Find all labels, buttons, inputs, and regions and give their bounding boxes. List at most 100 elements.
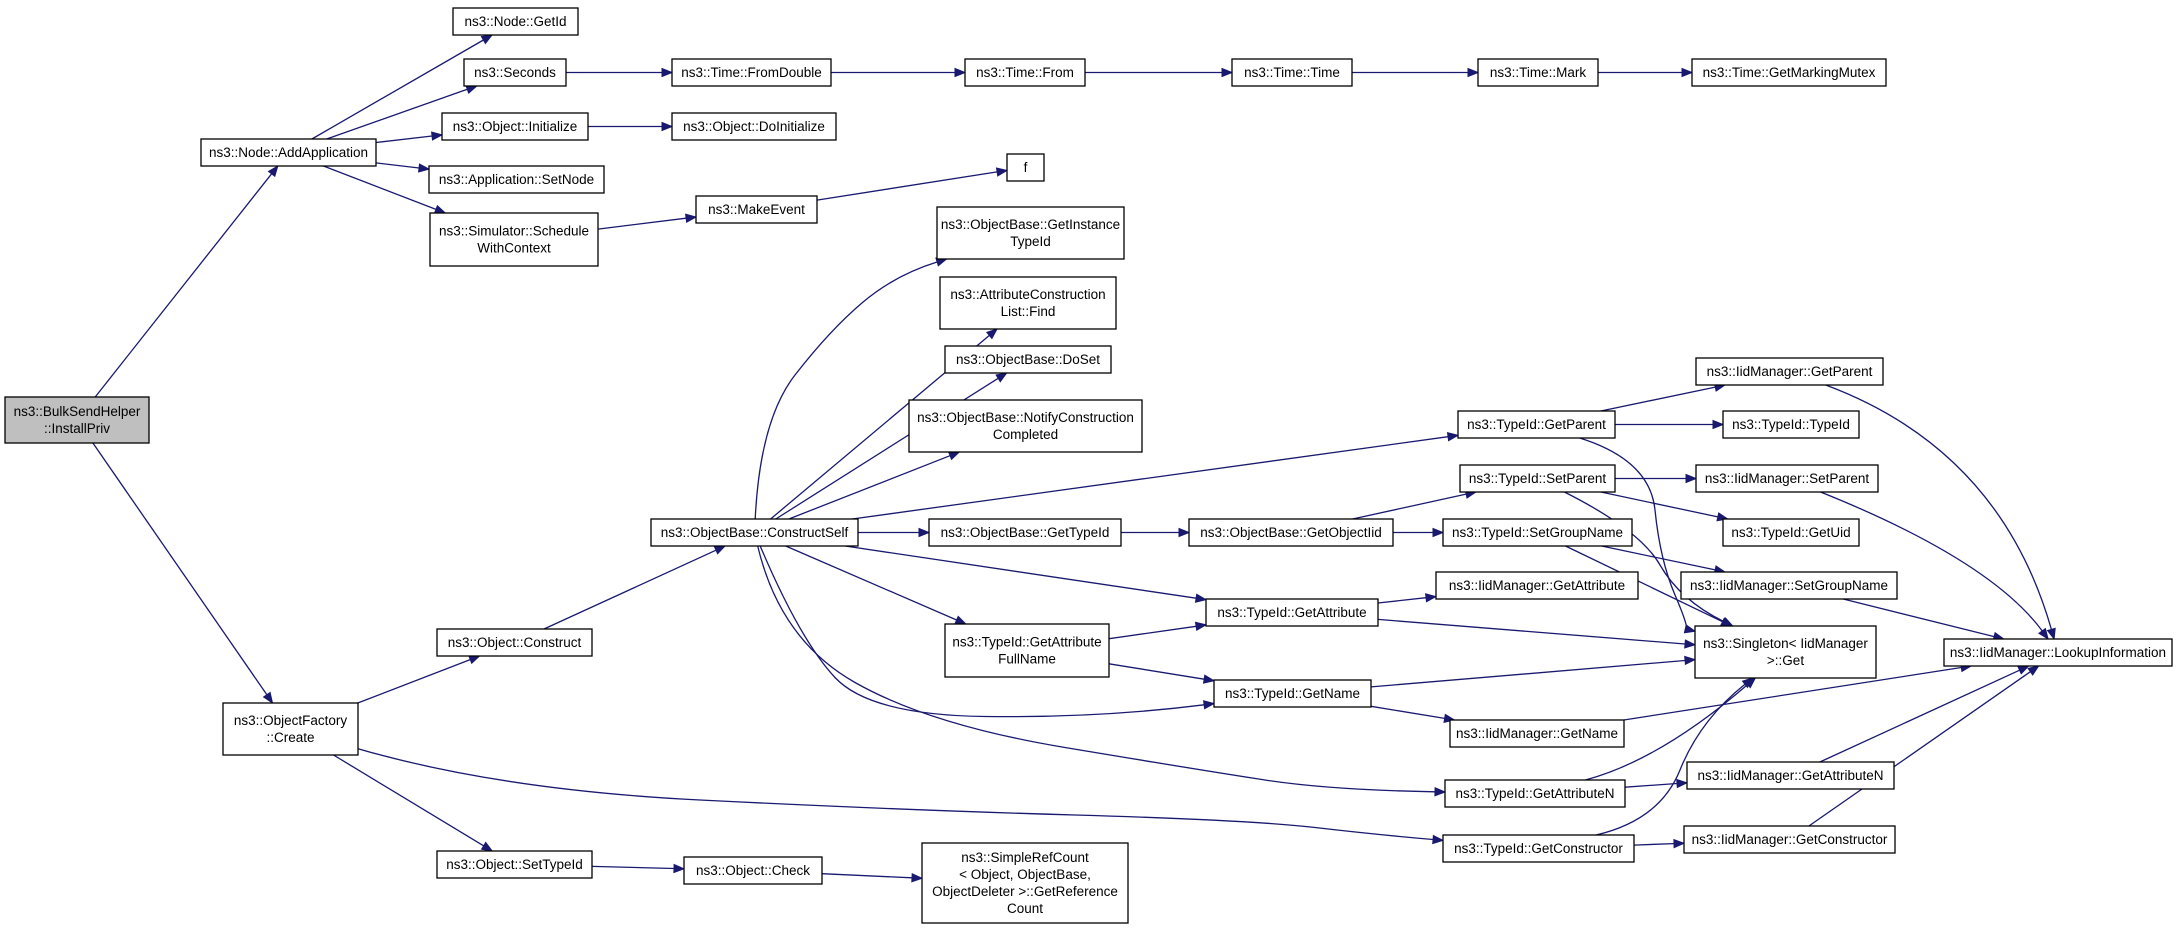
node-do-init[interactable]: ns3::Object::DoInitialize <box>671 112 837 141</box>
edge-add-app-to-app-set-node <box>375 162 420 169</box>
node-f[interactable]: f <box>1006 153 1045 182</box>
node-make-event[interactable]: ns3::MakeEvent <box>695 195 818 224</box>
node-tid-type-id[interactable]: ns3::TypeId::TypeId <box>1722 410 1860 439</box>
edge-iid-get-ctor-to-lookup-info <box>1808 671 2031 827</box>
node-box <box>944 345 1112 374</box>
edge-tid-get-name-to-iid-get-name <box>1370 705 1445 720</box>
node-label: ns3::Singleton< IidManager <box>1703 636 1868 651</box>
node-do-set[interactable]: ns3::ObjectBase::DoSet <box>944 345 1112 374</box>
edge-iid-get-name-to-lookup-info <box>1623 666 1962 721</box>
edge-construct-self-to-tid-get-attr <box>845 545 1197 599</box>
node-add-app[interactable]: ns3::Node::AddApplication <box>200 138 377 167</box>
node-label: ns3::ObjectBase::NotifyConstruction <box>917 410 1134 425</box>
arrowhead-tid-get-ctor-to-iid-get-ctor <box>1673 838 1686 849</box>
arrowhead-tid-get-parent-to-singleton-get <box>1683 624 1697 634</box>
node-tid-get-parent[interactable]: ns3::TypeId::GetParent <box>1457 410 1616 439</box>
arrowhead-iid-get-ctor-to-lookup-info <box>2027 665 2040 676</box>
arrowhead-tid-get-attr-full-to-tid-get-name <box>1202 674 1216 684</box>
node-label: Completed <box>993 427 1058 442</box>
node-label: ns3::IidManager::GetName <box>1456 726 1618 741</box>
arrowhead-make-event-to-f <box>995 167 1009 177</box>
node-lookup-info[interactable]: ns3::IidManager::LookupInformation <box>1943 638 2173 667</box>
node-simple-ref[interactable]: ns3::SimpleRefCount< Object, ObjectBase,… <box>921 842 1129 924</box>
node-iid-get-attr-n[interactable]: ns3::IidManager::GetAttributeN <box>1686 761 1895 790</box>
node-box <box>1477 58 1599 87</box>
node-app-set-node[interactable]: ns3::Application::SetNode <box>428 165 605 194</box>
arrowhead-time-time-to-time-mark <box>1467 67 1480 78</box>
node-label: ns3::IidManager::LookupInformation <box>1950 645 2166 660</box>
arrowhead-add-app-to-app-set-node <box>418 163 431 173</box>
arrowhead-obj-fact-create-to-tid-get-ctor <box>1432 834 1445 845</box>
node-box <box>1691 58 1887 87</box>
node-tid-set-group[interactable]: ns3::TypeId::SetGroupName <box>1442 518 1633 547</box>
node-box <box>671 58 832 87</box>
node-box <box>452 7 579 36</box>
node-box <box>1442 518 1633 547</box>
node-notify-cc[interactable]: ns3::ObjectBase::NotifyConstructionCompl… <box>908 399 1143 453</box>
node-box <box>1442 834 1635 863</box>
edge-tid-get-attr-n-to-singleton-get <box>1585 684 1749 781</box>
node-label: ObjectDeleter >::GetReference <box>932 884 1118 899</box>
node-time-time[interactable]: ns3::Time::Time <box>1231 58 1353 87</box>
node-iid-set-group[interactable]: ns3::IidManager::SetGroupName <box>1680 571 1898 600</box>
node-ob-get-tid[interactable]: ns3::ObjectBase::GetTypeId <box>928 518 1122 547</box>
node-label: ns3::Time::Time <box>1244 65 1340 80</box>
node-box <box>222 702 359 756</box>
edge-get-obj-tid-to-tid-set-parent <box>1352 493 1467 520</box>
arrowhead-construct-self-to-tid-get-attr-n <box>1434 787 1447 797</box>
node-obj-fact-create[interactable]: ns3::ObjectFactory::Create <box>222 702 359 756</box>
node-iid-get-name[interactable]: ns3::IidManager::GetName <box>1449 719 1625 748</box>
node-get-obj-tid[interactable]: ns3::ObjectBase::GetObjectIid <box>1188 518 1394 547</box>
arrowhead-get-obj-tid-to-tid-set-group <box>1432 527 1445 538</box>
node-obj-init[interactable]: ns3::Object::Initialize <box>441 112 589 141</box>
node-time-from[interactable]: ns3::Time::From <box>964 58 1086 87</box>
edge-tid-get-parent-to-iid-get-parent <box>1600 386 1716 412</box>
node-box <box>1444 779 1626 808</box>
edge-obj-fact-create-to-obj-set-tid <box>333 754 484 847</box>
node-from-double[interactable]: ns3::Time::FromDouble <box>671 58 832 87</box>
node-label: ::InstallPriv <box>44 421 110 436</box>
node-iid-get-ctor[interactable]: ns3::IidManager::GetConstructor <box>1683 825 1896 854</box>
node-obj-set-tid[interactable]: ns3::Object::SetTypeId <box>436 850 593 879</box>
arrowhead-tid-get-attr-n-to-iid-get-attr-n <box>1676 778 1689 789</box>
arrowhead-from-double-to-time-from <box>954 67 967 78</box>
edge-add-app-to-get-id <box>311 39 484 140</box>
node-tid-get-name[interactable]: ns3::TypeId::GetName <box>1213 679 1372 708</box>
node-root[interactable]: ns3::BulkSendHelper::InstallPriv <box>4 396 150 444</box>
node-get-id[interactable]: ns3::Node::GetId <box>452 7 579 36</box>
node-box <box>944 623 1110 678</box>
node-label: Count <box>1007 901 1043 916</box>
node-tid-get-attr[interactable]: ns3::TypeId::GetAttribute <box>1205 598 1379 627</box>
node-tid-get-ctor[interactable]: ns3::TypeId::GetConstructor <box>1442 834 1635 863</box>
node-seconds[interactable]: ns3::Seconds <box>463 58 567 87</box>
edge-construct-self-to-notify-cc <box>788 455 951 520</box>
node-mark-mutex[interactable]: ns3::Time::GetMarkingMutex <box>1691 58 1887 87</box>
arrowhead-construct-self-to-attr-find <box>985 328 999 340</box>
node-label: ns3::Object::SetTypeId <box>446 857 583 872</box>
node-tid-set-parent[interactable]: ns3::TypeId::SetParent <box>1459 464 1616 493</box>
edge-tid-get-attr-full-to-tid-get-name <box>1108 663 1205 680</box>
node-obj-construct[interactable]: ns3::Object::Construct <box>436 628 593 657</box>
node-construct-self[interactable]: ns3::ObjectBase::ConstructSelf <box>650 518 859 547</box>
node-iid-set-parent[interactable]: ns3::IidManager::SetParent <box>1695 464 1879 493</box>
node-box <box>436 628 593 657</box>
node-singleton-get[interactable]: ns3::Singleton< IidManager >::Get <box>1694 625 1877 679</box>
node-iid-get-parent[interactable]: ns3::IidManager::GetParent <box>1695 357 1884 386</box>
node-tid-get-uid[interactable]: ns3::TypeId::GetUid <box>1722 518 1860 547</box>
node-label: ns3::Time::Mark <box>1490 65 1587 80</box>
edge-add-app-to-obj-init <box>375 135 433 144</box>
node-tid-get-attr-n[interactable]: ns3::TypeId::GetAttributeN <box>1444 779 1626 808</box>
node-obj-check[interactable]: ns3::Object::Check <box>683 856 823 885</box>
node-iid-get-attr[interactable]: ns3::IidManager::GetAttribute <box>1435 571 1639 600</box>
edge-construct-self-to-get-inst-tid <box>754 261 938 520</box>
node-label: ns3::AttributeConstruction <box>950 287 1105 302</box>
node-box <box>1435 571 1639 600</box>
node-box <box>1213 679 1372 708</box>
node-label: ns3::Node::GetId <box>464 14 566 29</box>
node-time-mark[interactable]: ns3::Time::Mark <box>1477 58 1599 87</box>
